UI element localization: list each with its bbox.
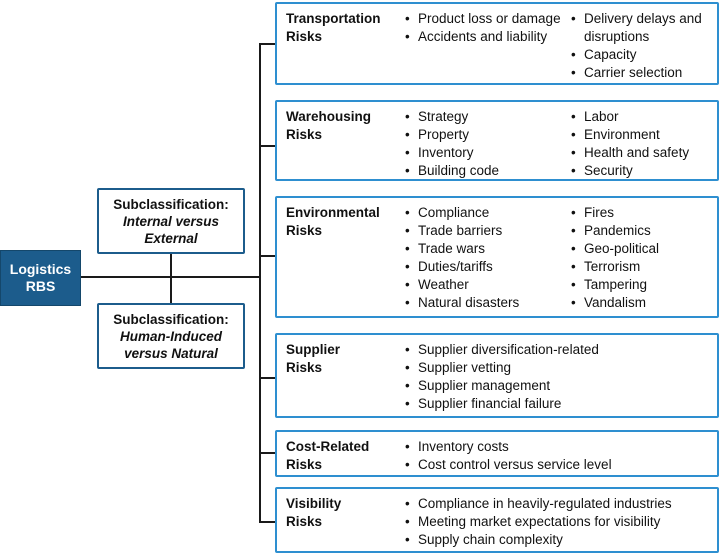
connector-stub-warehousing xyxy=(259,145,276,147)
bullet-column-1: Compliance Trade barriers Trade wars Dut… xyxy=(405,204,571,312)
category-label: Cost-Related Risks xyxy=(277,438,405,472)
list-item: Health and safety xyxy=(571,144,717,162)
list-item: Geo-political xyxy=(571,240,717,258)
category-label: Environmental Risks xyxy=(277,204,405,310)
list-item: Supplier financial failure xyxy=(405,395,717,413)
category-label-line2: Risks xyxy=(286,223,323,238)
list-item: Accidents and liability xyxy=(405,28,571,46)
bullet-column-1: Compliance in heavily-regulated industri… xyxy=(405,495,717,549)
list-item: Trade barriers xyxy=(405,222,571,240)
list-item: Environment xyxy=(571,126,717,144)
list-item: Terrorism xyxy=(571,258,717,276)
list-item: Supply chain complexity xyxy=(405,531,717,549)
category-label: Supplier Risks xyxy=(277,341,405,410)
list-item: Delivery delays and disruptions xyxy=(571,10,717,46)
subclassification-line2: versus Natural xyxy=(124,345,218,361)
category-label-line2: Risks xyxy=(286,360,323,375)
category-label: Transportation Risks xyxy=(277,10,405,77)
list-item: Fires xyxy=(571,204,717,222)
list-item: Security xyxy=(571,162,717,180)
list-item: Compliance in heavily-regulated industri… xyxy=(405,495,717,513)
subclassification-title: Subclassification: xyxy=(113,196,229,212)
category-label-line2: Risks xyxy=(286,127,323,142)
subclassification-line2: External xyxy=(144,230,198,246)
list-item: Inventory xyxy=(405,144,571,162)
list-item: Carrier selection xyxy=(571,64,717,82)
list-item: Tampering xyxy=(571,276,717,294)
connector-stub-cost-related xyxy=(259,452,276,454)
list-item: Cost control versus service level xyxy=(405,456,717,474)
bullet-column-2: Labor Environment Health and safety Secu… xyxy=(571,108,717,180)
subclassification-title: Subclassification: xyxy=(113,311,229,327)
connector-stub-environmental xyxy=(259,255,276,257)
subclassification-node-internal-external[interactable]: Subclassification: Internal versus Exter… xyxy=(97,188,245,254)
category-label-line2: Risks xyxy=(286,514,323,529)
subclassification-node-human-induced-natural[interactable]: Subclassification: Human-Induced versus … xyxy=(97,303,245,369)
list-item: Meeting market expectations for visibili… xyxy=(405,513,717,531)
category-label: Warehousing Risks xyxy=(277,108,405,173)
list-item: Supplier management xyxy=(405,377,717,395)
connector-stub-transportation xyxy=(259,43,276,45)
category-label-line1: Warehousing xyxy=(286,109,372,124)
connector-stub-visibility xyxy=(259,521,276,523)
category-label-line1: Visibility xyxy=(286,496,342,511)
bullet-column-2: Fires Pandemics Geo-political Terrorism … xyxy=(571,204,717,312)
list-item: Building code xyxy=(405,162,571,180)
root-label-line2: RBS xyxy=(25,278,56,294)
category-label: Visibility Risks xyxy=(277,495,405,545)
list-item: Product loss or damage xyxy=(405,10,571,28)
list-item: Vandalism xyxy=(571,294,717,312)
connector-stub-supplier xyxy=(259,377,276,379)
list-item: Pandemics xyxy=(571,222,717,240)
subclassification-line1: Human-Induced xyxy=(119,328,222,344)
list-item: Inventory costs xyxy=(405,438,717,456)
connector-main-trunk xyxy=(259,43,261,522)
category-box-transportation-risks[interactable]: Transportation Risks Product loss or dam… xyxy=(275,2,719,85)
list-item: Natural disasters xyxy=(405,294,571,312)
category-label-line1: Environmental xyxy=(286,205,380,220)
list-item: Supplier diversification-related xyxy=(405,341,717,359)
bullet-column-2: Delivery delays and disruptions Capacity… xyxy=(571,10,717,82)
category-box-visibility-risks[interactable]: Visibility Risks Compliance in heavily-r… xyxy=(275,487,719,553)
bullet-column-1: Supplier diversification-related Supplie… xyxy=(405,341,717,413)
list-item: Trade wars xyxy=(405,240,571,258)
bullet-column-1: Product loss or damage Accidents and lia… xyxy=(405,10,571,77)
subclassification-line1: Internal versus xyxy=(122,213,220,229)
category-box-supplier-risks[interactable]: Supplier Risks Supplier diversification-… xyxy=(275,333,719,418)
category-box-cost-related-risks[interactable]: Cost-Related Risks Inventory costs Cost … xyxy=(275,430,719,477)
root-node-logistics-rbs[interactable]: Logistics RBS xyxy=(0,250,81,306)
bullet-column-1: Inventory costs Cost control versus serv… xyxy=(405,438,717,474)
list-item: Duties/tariffs xyxy=(405,258,571,276)
root-label-line1: Logistics xyxy=(9,261,72,277)
list-item: Strategy xyxy=(405,108,571,126)
bullet-column-1: Strategy Property Inventory Building cod… xyxy=(405,108,571,180)
category-box-warehousing-risks[interactable]: Warehousing Risks Strategy Property Inve… xyxy=(275,100,719,181)
list-item: Capacity xyxy=(571,46,717,64)
list-item: Compliance xyxy=(405,204,571,222)
list-item: Supplier vetting xyxy=(405,359,717,377)
list-item: Weather xyxy=(405,276,571,294)
category-label-line2: Risks xyxy=(286,457,323,472)
connector-sub-vertical xyxy=(170,254,172,303)
category-label-line1: Cost-Related xyxy=(286,439,370,454)
list-item: Labor xyxy=(571,108,717,126)
category-label-line1: Supplier xyxy=(286,342,341,357)
list-item: Property xyxy=(405,126,571,144)
category-label-line1: Transportation xyxy=(286,11,381,26)
category-box-environmental-risks[interactable]: Environmental Risks Compliance Trade bar… xyxy=(275,196,719,318)
category-label-line2: Risks xyxy=(286,29,323,44)
